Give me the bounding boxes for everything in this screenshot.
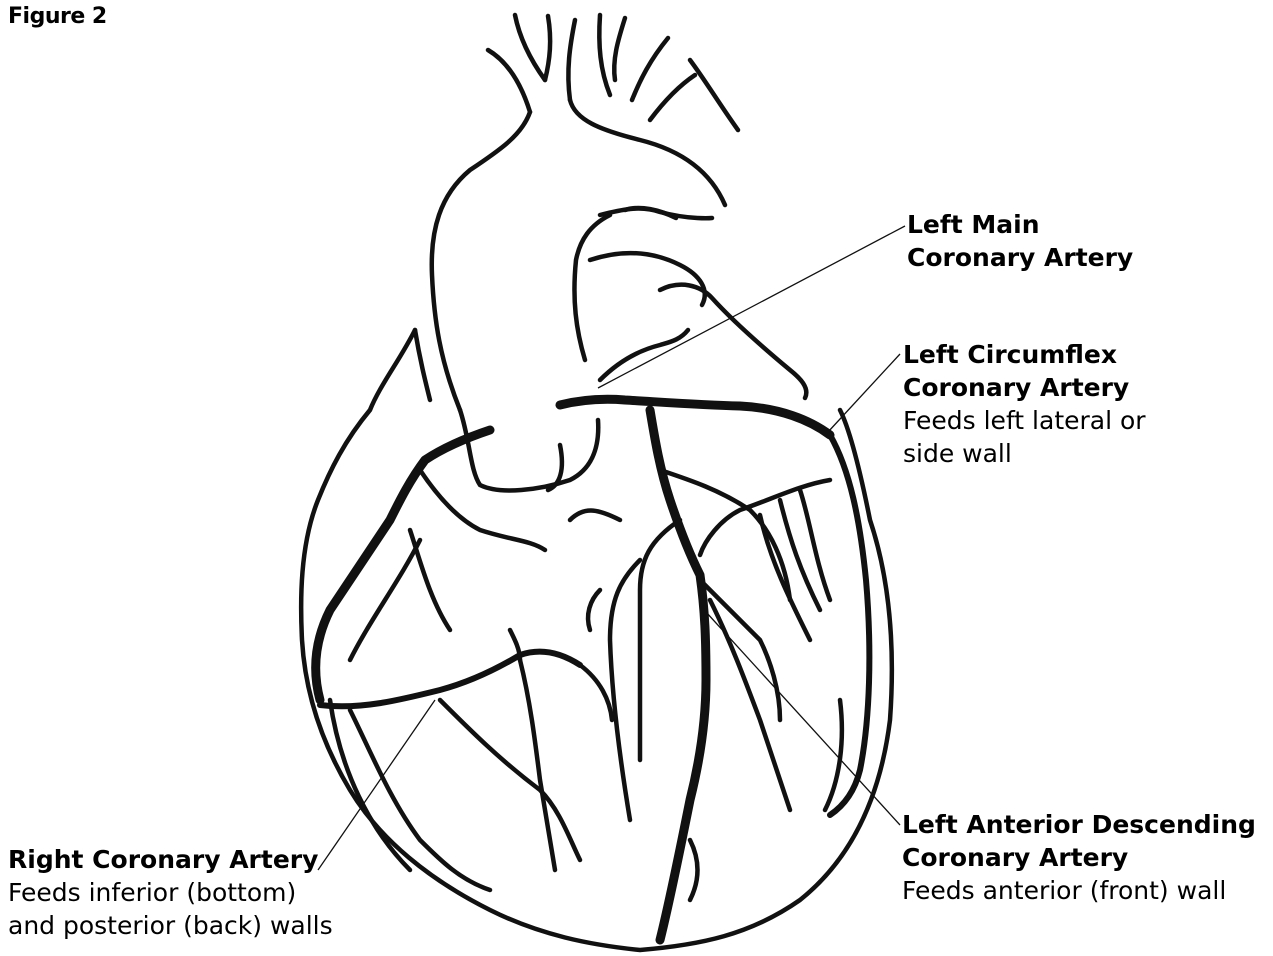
label-desc-line2: and posterior (back) walls [8, 909, 333, 942]
label-name-line1: Left Main [907, 208, 1133, 241]
label-left-circumflex-coronary-artery: Left Circumflex Coronary Artery Feeds le… [903, 338, 1146, 470]
label-right-coronary-artery: Right Coronary Artery Feeds inferior (bo… [8, 843, 333, 942]
aortic-arch-vessels [432, 15, 738, 410]
label-left-anterior-descending-artery: Left Anterior Descending Coronary Artery… [902, 808, 1256, 907]
leader-left-circumflex [828, 354, 900, 432]
label-name-line1: Left Circumflex [903, 338, 1146, 371]
label-name-line1: Left Anterior Descending [902, 808, 1256, 841]
label-desc-line1: Feeds inferior (bottom) [8, 876, 333, 909]
label-name-line1: Right Coronary Artery [8, 843, 333, 876]
aortic-root [460, 410, 598, 490]
label-desc-line1: Feeds left lateral or [903, 404, 1146, 437]
label-desc-line2: side wall [903, 437, 1146, 470]
leader-left-main [598, 226, 905, 388]
label-name-line2: Coronary Artery [902, 841, 1256, 874]
pulmonary-trunk [590, 253, 806, 398]
label-name-line2: Coronary Artery [903, 371, 1146, 404]
label-name-line2: Coronary Artery [907, 241, 1133, 274]
label-left-main-coronary-artery: Left Main Coronary Artery [907, 208, 1133, 274]
right-coronary-system [316, 430, 612, 890]
lad-artery [570, 410, 790, 940]
label-desc-line1: Feeds anterior (front) wall [902, 874, 1256, 907]
